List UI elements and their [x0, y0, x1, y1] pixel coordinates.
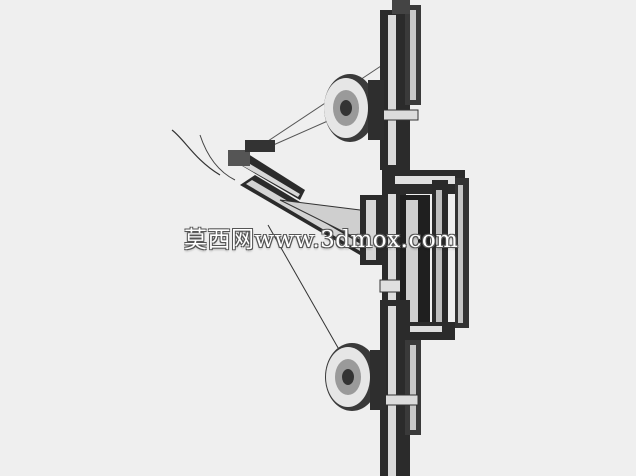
cable — [171, 129, 221, 176]
wheel-icon — [325, 343, 386, 411]
roller-assembly — [385, 170, 469, 340]
cable — [199, 134, 236, 181]
hitch-frame — [228, 140, 387, 265]
wheel-icon — [324, 74, 384, 142]
watermark-text: 莫西网www.3dmox.com — [184, 227, 459, 253]
lower-beam — [377, 300, 421, 476]
upper-beam — [377, 0, 421, 170]
cable — [267, 224, 346, 361]
